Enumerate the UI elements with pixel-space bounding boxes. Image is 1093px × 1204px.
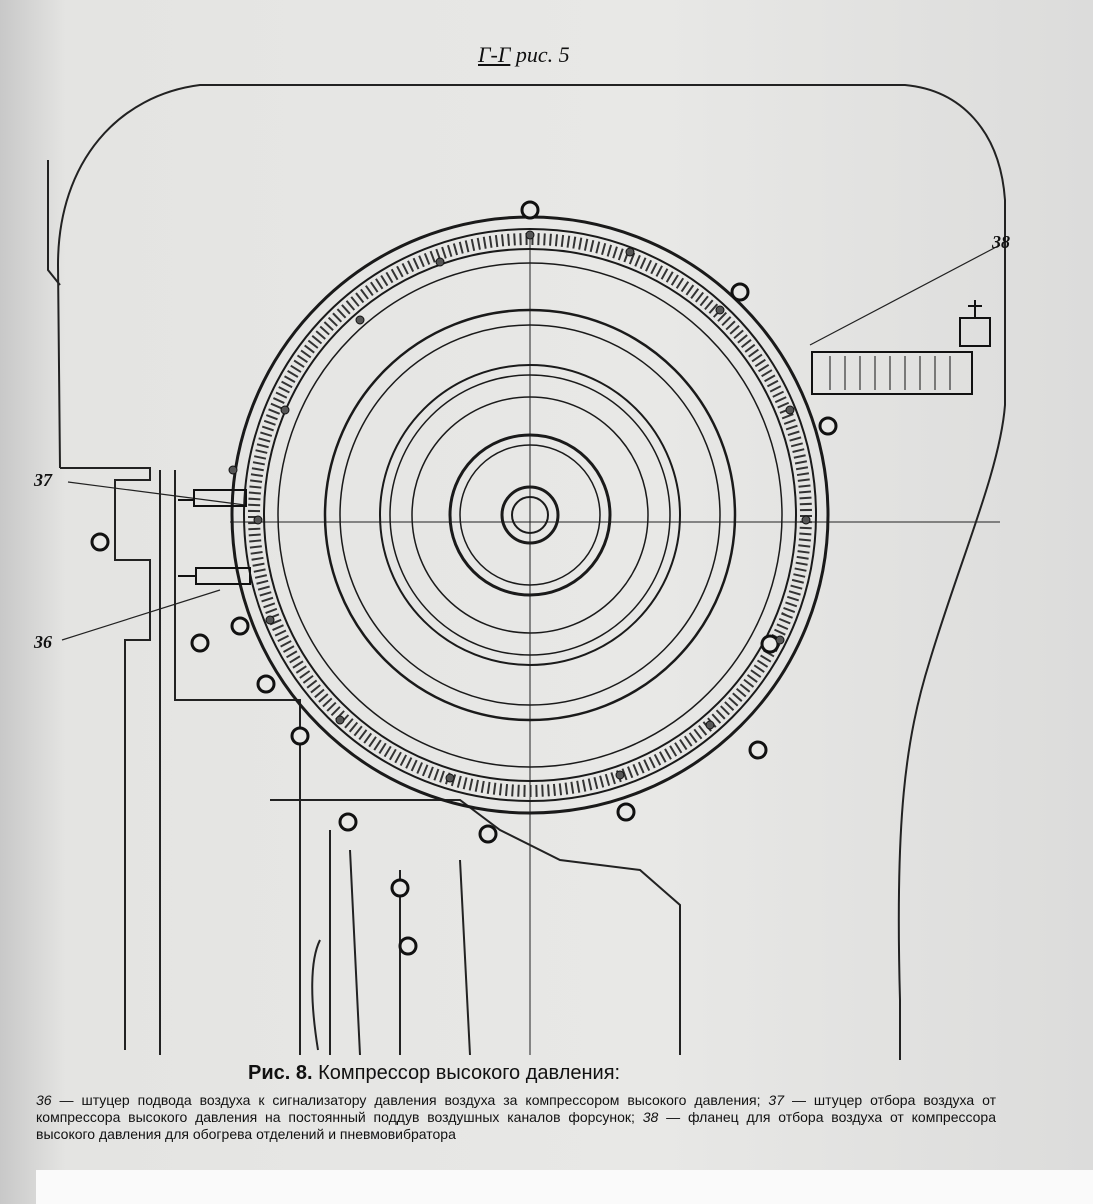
fitting-37	[193, 489, 247, 507]
page-margin	[36, 1170, 1093, 1204]
section-id: Г-Г	[478, 42, 511, 67]
fitting-36	[195, 567, 251, 585]
bolt	[748, 740, 768, 760]
figure-caption: Рис. 8. Компрессор высокого давления:	[248, 1062, 620, 1085]
small-bolt	[355, 315, 365, 325]
small-bolt	[265, 615, 275, 625]
small-bolt	[228, 465, 238, 475]
legend-num-37: 37	[768, 1092, 784, 1108]
legend-text-36: — штуцер подвода воздуха к сигнализатору…	[51, 1092, 769, 1108]
bolt	[338, 812, 358, 832]
small-bolt	[435, 257, 445, 267]
figure-legend: 36 — штуцер подвода воздуха к сигнализат…	[36, 1092, 996, 1143]
bolt	[520, 200, 540, 220]
small-bolt	[715, 305, 725, 315]
bolt	[730, 282, 750, 302]
casing-inner-line	[47, 160, 61, 286]
bolt	[90, 532, 110, 552]
bolt	[290, 726, 310, 746]
callout-38: 38	[992, 232, 1010, 252]
left-frame	[60, 467, 151, 1050]
bolt	[256, 674, 276, 694]
rotor-outer	[323, 308, 737, 722]
small-bolt	[525, 230, 535, 240]
legend-num-36: 36	[36, 1092, 52, 1108]
lower-bracket	[270, 799, 681, 1055]
figure-number: Рис. 8.	[248, 1062, 313, 1084]
perimeter-bolts	[90, 200, 838, 956]
bolt	[616, 802, 636, 822]
bolt	[190, 633, 210, 653]
ring-assembly	[230, 215, 830, 815]
small-bolt	[615, 770, 625, 780]
bolt-ring-band	[248, 233, 812, 797]
bolt	[478, 824, 498, 844]
casing-outline	[56, 84, 1006, 1060]
small-bolt	[335, 715, 345, 725]
section-ref: рис. 5	[515, 42, 570, 67]
hub	[448, 433, 612, 597]
figure-title: Компрессор высокого давления:	[318, 1062, 621, 1084]
bolt	[390, 878, 410, 898]
bolt	[818, 416, 838, 436]
legend-text-38: — фланец для отбора воздуха от компрессо…	[36, 1109, 997, 1142]
small-bolt	[280, 405, 290, 415]
bolt	[398, 936, 418, 956]
shaft-center	[500, 485, 560, 545]
legend-num-38: 38	[642, 1109, 659, 1125]
small-bolt	[445, 773, 455, 783]
inner-bolts	[228, 230, 811, 783]
section-label: Г-Г рис. 5	[478, 42, 570, 68]
bolt	[230, 616, 250, 636]
bolt	[760, 634, 780, 654]
callout-37: 37	[34, 470, 52, 490]
small-bolt	[775, 635, 785, 645]
small-bolt	[705, 720, 715, 730]
small-bolt	[801, 515, 811, 525]
small-bolt	[625, 247, 635, 257]
small-bolt	[785, 405, 795, 415]
callout-36: 36	[34, 632, 52, 652]
legend-text-37: — штуцер отбора воздуха от компрессора в…	[36, 1092, 996, 1125]
small-bolt	[253, 515, 263, 525]
flange-38	[811, 300, 991, 395]
